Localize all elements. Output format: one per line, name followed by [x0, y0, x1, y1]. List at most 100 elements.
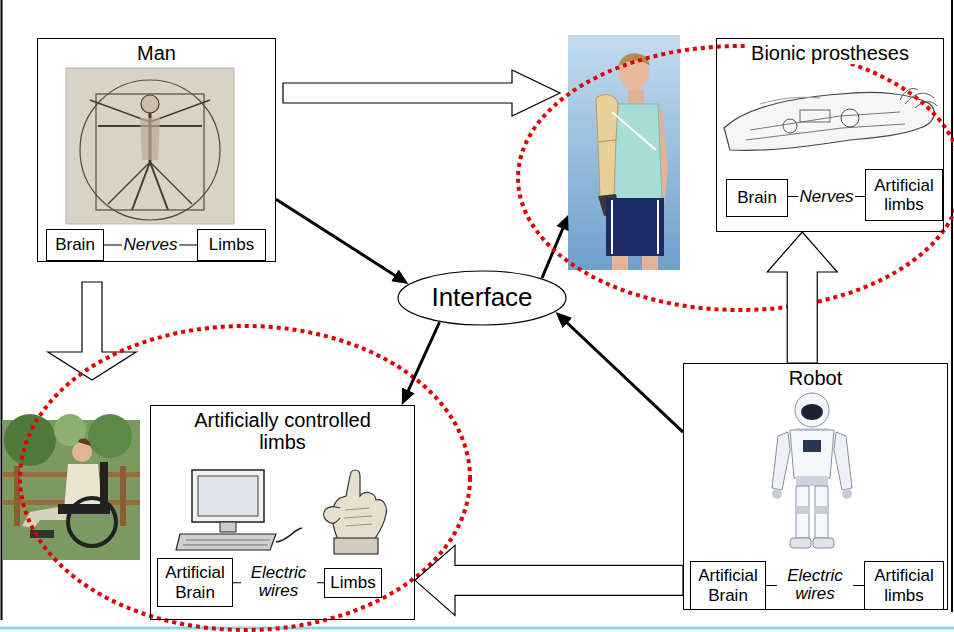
vitruvian-man-part [141, 95, 159, 113]
hand-engraving [324, 470, 387, 554]
panel-title: Artificially controlled limbs [169, 409, 397, 454]
robot-figure-part [803, 440, 821, 452]
vitruvian-man-part [140, 118, 160, 160]
panel-title: Bionic prostheses [748, 42, 912, 64]
part-label: Artificial limbs [869, 566, 939, 604]
black-arrow [542, 215, 569, 278]
block-arrow [767, 232, 837, 363]
part-label: Artificial Brain [162, 563, 228, 601]
prosthesis-photo-part [619, 54, 649, 90]
computer-sketch [176, 470, 302, 550]
bionic-arm-sketch-part [783, 119, 797, 133]
computer-sketch-part [192, 470, 264, 522]
computer-sketch-part [183, 540, 270, 545]
panel-title: Man [134, 42, 179, 64]
wheelchair-photo-part [64, 464, 102, 510]
page-frame-part [951, 0, 953, 612]
vitruvian-man-part [96, 94, 204, 210]
bionic-arm-sketch [724, 88, 937, 150]
robot-figure-part [796, 506, 809, 514]
arrow-connector [561, 317, 683, 432]
edge-label: Electric wires [241, 564, 317, 601]
vitruvian-man-part [66, 68, 234, 224]
part-label: Artificial limbs [870, 176, 938, 214]
prosthesis-photo-part [596, 95, 618, 142]
part-label: Limbs [209, 235, 254, 254]
dotted-group-ellipse-part [518, 46, 954, 310]
edge-label: Electric wires [777, 567, 853, 604]
robot-figure-part [796, 486, 809, 538]
robot-figure-part [801, 404, 823, 420]
interface-label: Interface [431, 283, 532, 312]
part-box: Limbs [324, 568, 382, 598]
edge-label: Nerves [122, 236, 180, 255]
computer-sketch-part [220, 522, 236, 532]
robot-figure-part [842, 489, 852, 499]
part-box: Limbs [197, 229, 266, 261]
hand-engraving-part [344, 508, 372, 526]
prosthesis-photo-part [606, 198, 664, 256]
dotted-group-ellipse-part [20, 326, 470, 630]
wheelchair-photo-part [100, 462, 108, 512]
robot-figure-part [795, 393, 829, 427]
arrow-connector [405, 322, 439, 397]
part-label: Limbs [330, 573, 375, 592]
part-box: Brain [726, 179, 788, 217]
part-box: Artificial Brain [157, 558, 233, 607]
robot-figure-part [796, 476, 828, 486]
bionic-arm-sketch-part [746, 124, 905, 140]
hand-engraving-part [324, 507, 340, 524]
part-box: Artificial limbs [865, 169, 943, 221]
bionic-arm-sketch-part [800, 110, 830, 122]
part-label: Brain [55, 235, 95, 254]
bionic-arm-sketch-part [900, 88, 937, 108]
part-box: Brain [46, 229, 104, 261]
arrow-connector [276, 199, 402, 279]
dotted-group-ellipse [20, 46, 954, 630]
computer-sketch-part [176, 534, 276, 550]
part-label: Artificial Brain [695, 566, 761, 604]
bionic-arm-sketch-part [724, 92, 934, 150]
vitruvian-man-part [132, 162, 168, 210]
bionic-arm-sketch-part [750, 112, 900, 130]
image-panel: ManBrain Limbs [37, 38, 276, 262]
bionic-arm-sketch-part [841, 109, 859, 127]
robot-figure-part [772, 489, 782, 499]
wheelchair-photo-part [78, 439, 91, 446]
vitruvian-man [66, 68, 234, 224]
wheelchair-photo-part [120, 466, 126, 526]
ellipse-shape [398, 271, 566, 325]
robot-figure-part [815, 506, 828, 514]
robot-figure-part [834, 432, 852, 490]
hollow-arrow-part [283, 70, 560, 116]
hand-engraving-part [332, 470, 386, 540]
prosthesis-photo-part [612, 256, 628, 270]
computer-sketch-part [276, 528, 302, 542]
black-arrow-part [557, 215, 569, 231]
prosthesis-photo-part [612, 200, 658, 254]
block-arrow [415, 545, 683, 615]
robot-figure [772, 393, 852, 548]
prosthesis-photo [568, 35, 680, 270]
hand-engraving-part [334, 538, 378, 554]
interface-ellipse: Interface [397, 270, 567, 326]
prosthesis-photo-part [598, 140, 616, 198]
vitruvian-man-part [80, 80, 220, 220]
part-box: Artificial Brain [690, 561, 766, 610]
robot-figure-part [815, 486, 828, 538]
page-frame-part [0, 627, 954, 630]
part-box: Artificial limbs [864, 561, 944, 610]
edge-label: Nerves [798, 187, 856, 206]
prosthesis-photo-part [642, 256, 658, 270]
wheelchair-photo-part [88, 414, 132, 458]
bionic-arm-sketch-part [760, 97, 820, 104]
page-frame-part [1, 0, 3, 620]
robot-figure-part [772, 432, 790, 490]
robot-figure-part [813, 538, 834, 548]
wheelchair-photo-part [4, 414, 56, 466]
computer-sketch-part [198, 476, 258, 516]
prosthesis-photo-part [568, 35, 680, 270]
